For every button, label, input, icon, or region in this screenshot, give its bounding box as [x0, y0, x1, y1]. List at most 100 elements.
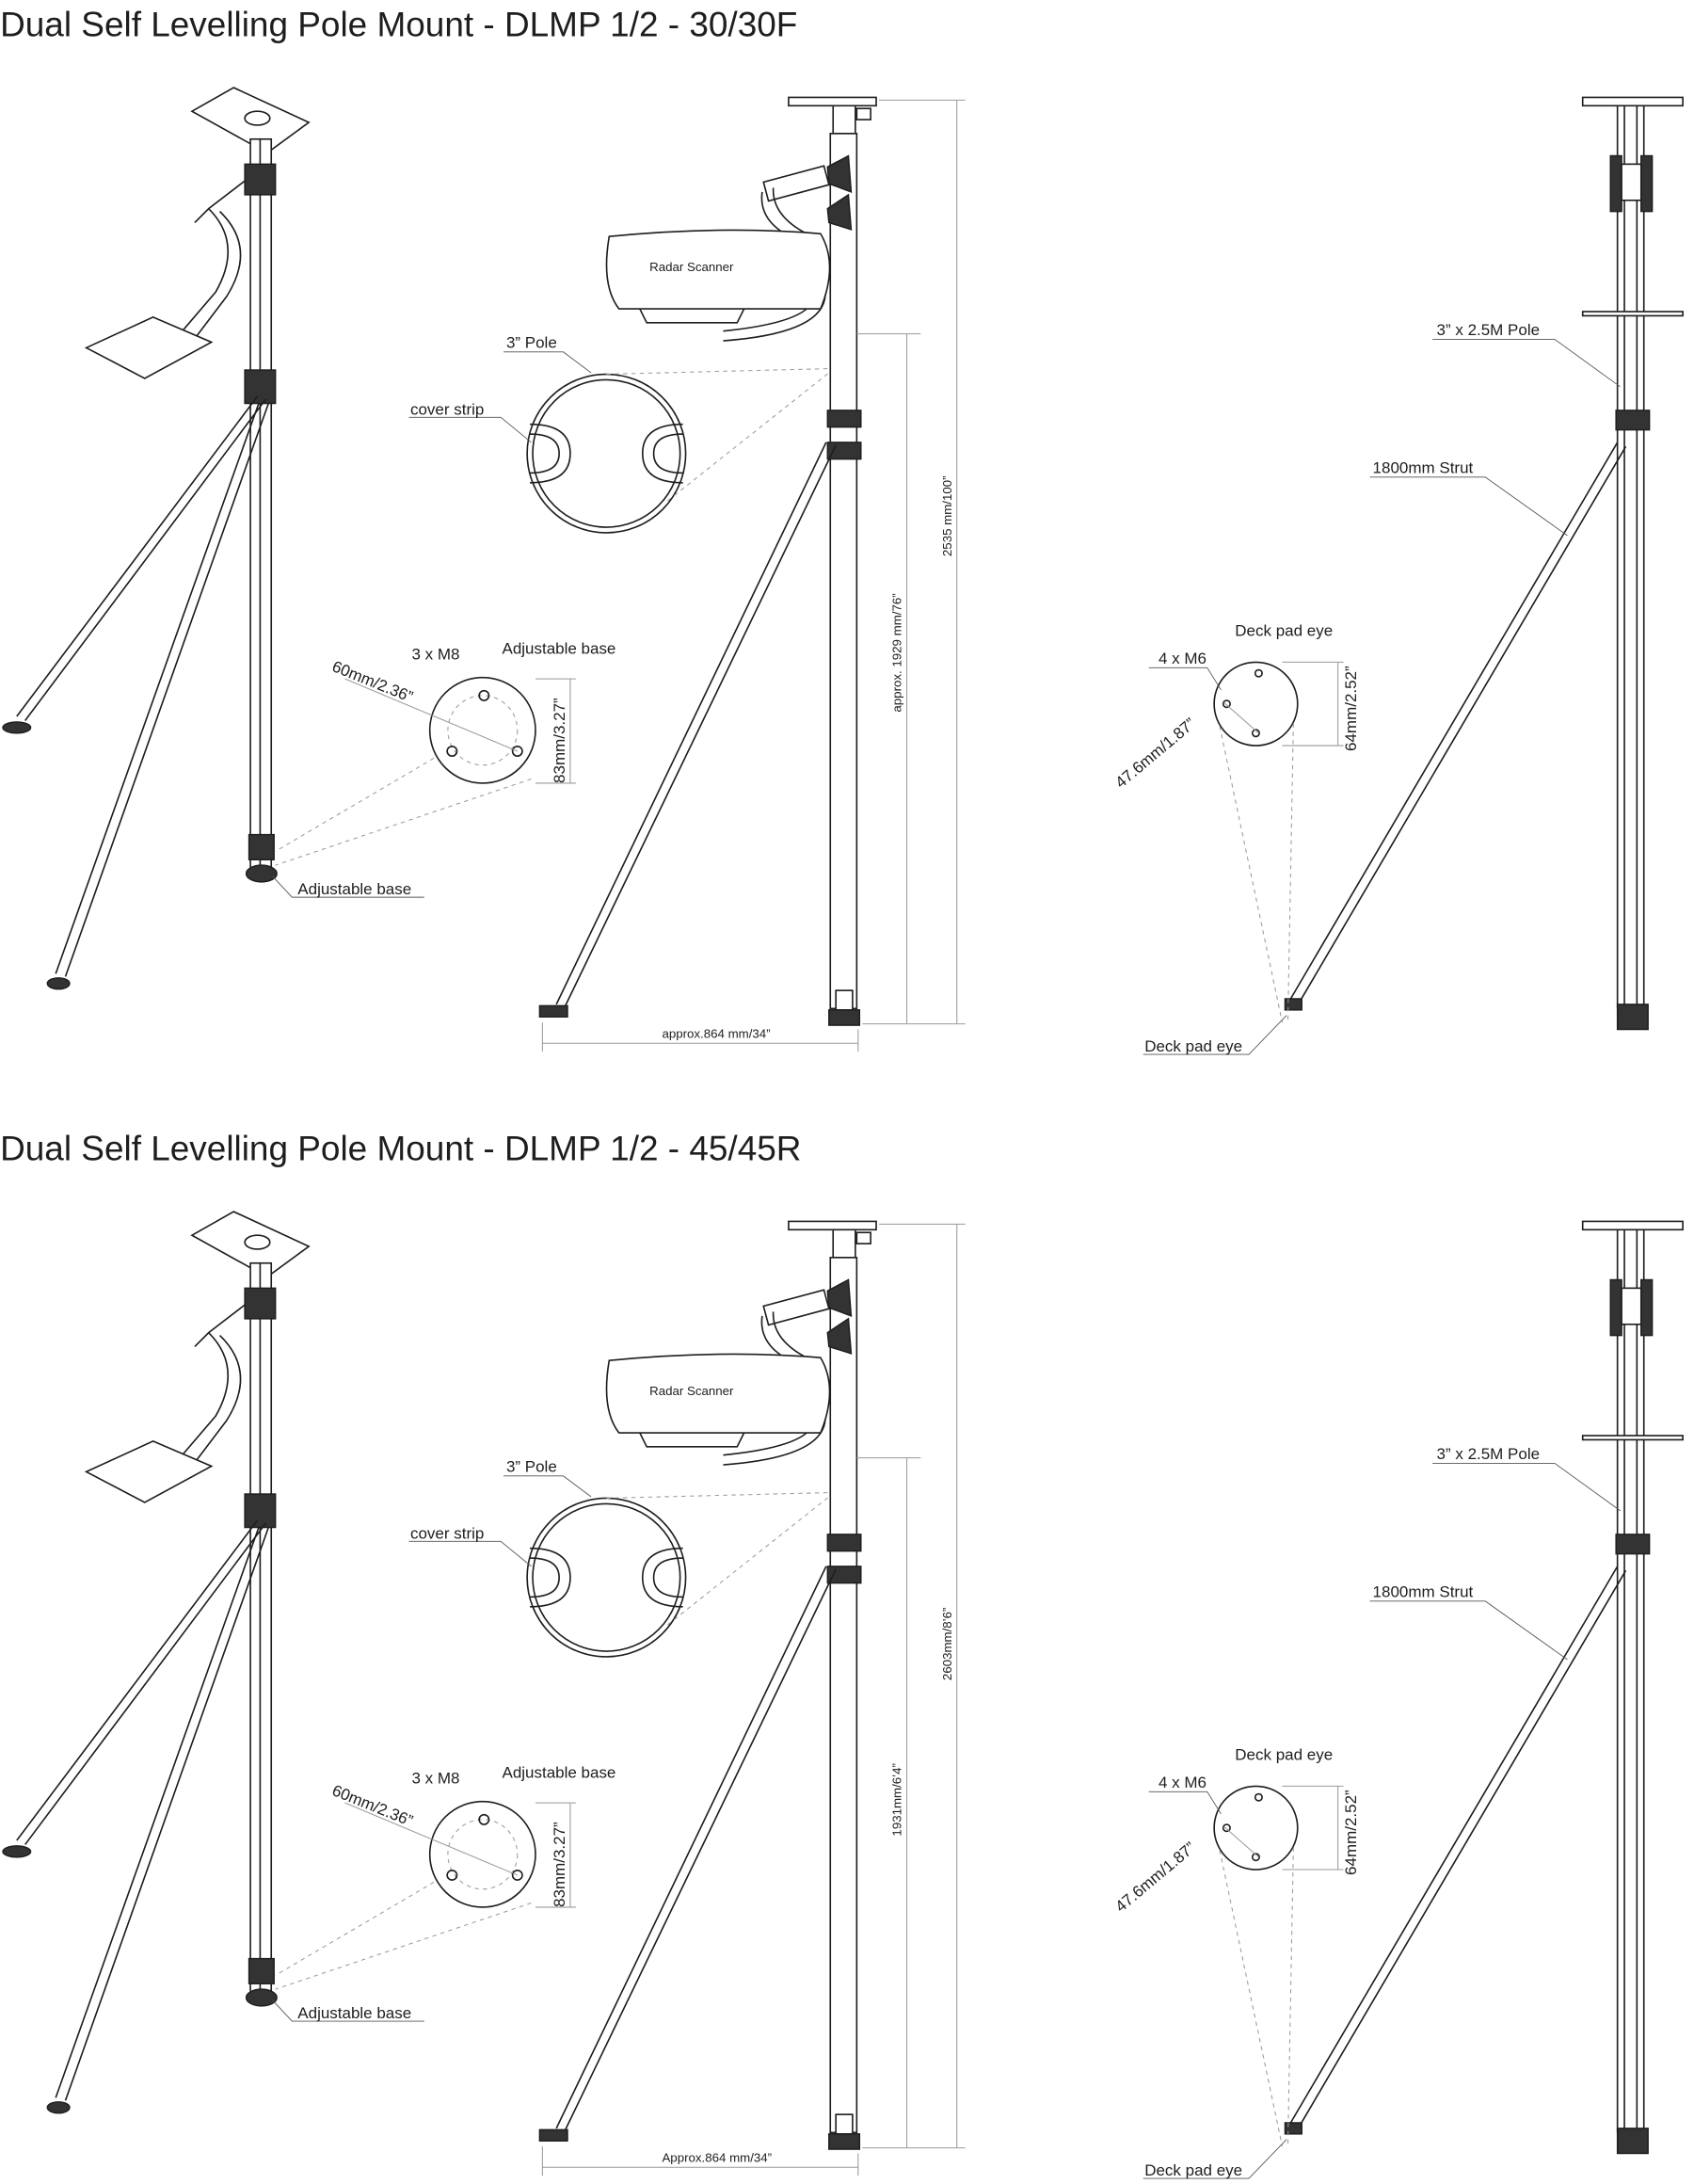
projection-line [1219, 1847, 1294, 2147]
height-total-label: 2535 mm/100” [940, 475, 954, 556]
height-total-label: 2603mm/8’6” [940, 1608, 954, 1681]
strut-label: 1800mm Strut [1373, 458, 1474, 476]
arm-mount [762, 165, 830, 202]
top-plate [1581, 1220, 1684, 1231]
clamp [1640, 154, 1654, 213]
clamp [826, 193, 853, 231]
clamp [826, 1278, 853, 1318]
bolt-hole [1222, 699, 1231, 709]
adjustable-base-label: Adjustable base [297, 880, 411, 898]
bolt-hole [478, 689, 490, 701]
pole-label: 3” Pole [506, 1457, 557, 1475]
dimension-line [1282, 661, 1344, 747]
crossbar [1581, 1435, 1684, 1441]
plate-hole [244, 1234, 271, 1250]
cover-strip-slot [652, 1557, 683, 1598]
front-view: Radar Scanner approx. 1929 mm/76” 2535 m… [538, 96, 966, 1052]
clamp [1640, 1278, 1654, 1337]
radar-label: Radar Scanner [649, 260, 734, 274]
strut [16, 395, 266, 721]
dimension-line [344, 1802, 518, 1876]
clamp [1609, 1278, 1622, 1337]
adjustable-base [828, 2133, 861, 2150]
bolt-hole [446, 1869, 458, 1881]
clamp [244, 1287, 277, 1320]
adjustable-base [1616, 1004, 1649, 1031]
strut [1289, 1566, 1627, 2128]
pole [1616, 1229, 1645, 2133]
pad-outline [1213, 661, 1299, 747]
adjustable-base [245, 864, 278, 883]
dimension-line [856, 99, 966, 1025]
leader-line [1432, 339, 1621, 388]
pad-height-label: 64mm/2.52” [1342, 666, 1360, 751]
bolt-circle [447, 695, 519, 766]
base-outline [428, 1800, 536, 1908]
dimension-line [1223, 1825, 1259, 1858]
leader-line [408, 1540, 532, 1567]
radar-scanner [605, 1353, 831, 1434]
bolt-hole [1254, 668, 1263, 678]
top-plate [788, 96, 877, 107]
pad-diameter-label: 47.6mm/1.87” [1111, 715, 1199, 792]
mounting-bracket [84, 316, 214, 379]
deck-pad-detail-label: Deck pad eye [1235, 1745, 1333, 1763]
bolt-hole [511, 1869, 523, 1881]
pole [1616, 105, 1645, 1009]
leader-line [503, 351, 592, 374]
leader-line [1369, 1600, 1568, 1661]
clamp [244, 1493, 277, 1529]
radar-scanner [605, 229, 831, 310]
dimension-line [535, 1802, 576, 1908]
dimension-line [344, 678, 518, 752]
deck-pad [538, 2128, 568, 2142]
deck-pad [1284, 998, 1302, 1011]
base-height-label: 83mm/3.27” [551, 698, 568, 783]
width-label: Approx.864 mm/34” [662, 2150, 772, 2164]
bolt-circle [447, 1819, 519, 1890]
pole-label: 3” Pole [506, 333, 557, 351]
side-pole-label: 3” x 2.5M Pole [1437, 321, 1541, 339]
section-title: Dual Self Levelling Pole Mount - DLMP 1/… [0, 1129, 801, 1167]
clamp [826, 1317, 853, 1355]
cover-strip-slot [641, 1547, 683, 1608]
strut [555, 1566, 837, 2132]
top-adapter-tab [855, 1231, 871, 1245]
bolt-hole [1251, 1853, 1260, 1862]
cover-strip-slot [530, 1547, 571, 1608]
adjustable-base [1616, 2128, 1649, 2155]
pad-height-label: 64mm/2.52” [1342, 1790, 1360, 1875]
deck-pad [2, 1845, 32, 1858]
top-plate [1581, 96, 1684, 107]
pad-diameter-label: 47.6mm/1.87” [1111, 1839, 1199, 1916]
pole [829, 133, 858, 1010]
leader-line [1143, 2139, 1287, 2179]
leader-line [272, 1999, 424, 2022]
arm-mount [1621, 163, 1642, 201]
arm [186, 1335, 242, 1472]
pad-bolts-label: 4 x M6 [1159, 650, 1207, 667]
cover-strip-label: cover strip [410, 400, 484, 418]
deck-pad-detail: Deck pad eye 4 x M6 64mm/2.52” 47.6mm/1.… [1111, 1745, 1359, 2179]
projection-line [275, 1881, 532, 1990]
section-dlmp-45: Dual Self Levelling Pole Mount - DLMP 1/… [0, 1129, 1684, 2179]
adjustable-base-detail-label: Adjustable base [503, 640, 616, 658]
leader-line [1432, 1463, 1621, 1512]
front-view: Radar Scanner 1931mm/6’4” 2603mm/8’6” Ap… [538, 1220, 966, 2176]
top-adapter-tab [855, 107, 871, 120]
isometric-view: Adjustable base [2, 1211, 424, 2114]
base-clamp [248, 833, 275, 860]
deck-pad [2, 721, 32, 734]
adjustable-base-label: Adjustable base [297, 2004, 411, 2022]
pole-inner [532, 1502, 681, 1652]
leader-line [1148, 666, 1222, 691]
base-spigot [835, 2113, 854, 2135]
clamp [1615, 1534, 1651, 1555]
leader-line [1148, 1791, 1222, 1815]
base-height-label: 83mm/3.27” [551, 1822, 568, 1907]
base-clamp [248, 1957, 275, 1984]
base-outline [428, 676, 536, 784]
clamp [244, 369, 277, 405]
arm [186, 211, 242, 348]
bolt-hole [478, 1813, 490, 1825]
